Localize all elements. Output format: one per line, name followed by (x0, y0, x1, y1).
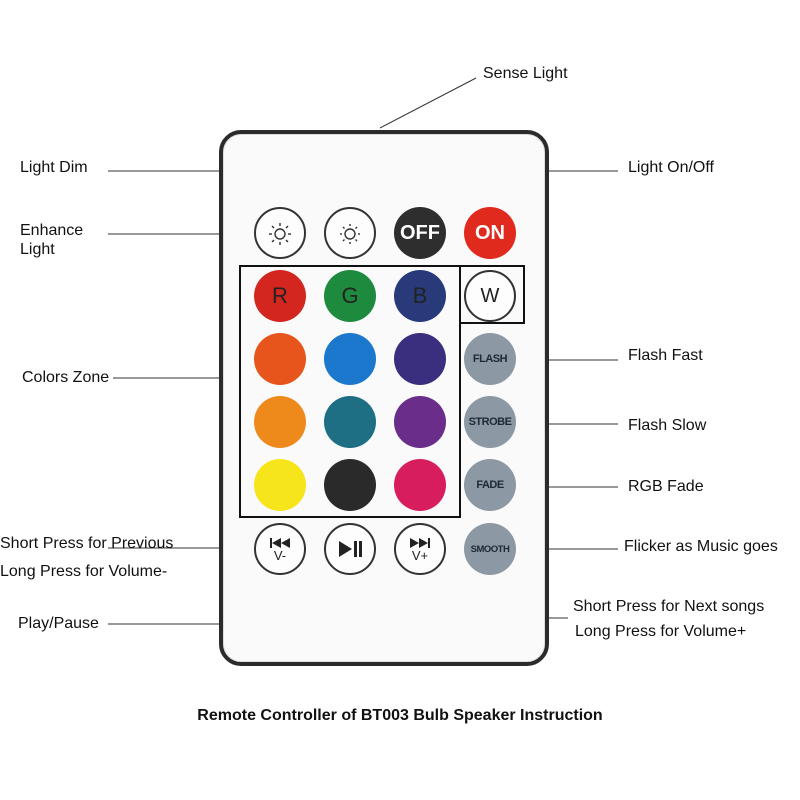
colors-zone-frame (239, 265, 461, 518)
smooth-button[interactable]: SMOOTH (464, 523, 516, 575)
green-button[interactable]: G (324, 270, 376, 322)
color-button-black[interactable] (324, 459, 376, 511)
color-button-sky-blue[interactable] (324, 333, 376, 385)
volume-up-label: V+ (411, 547, 429, 563)
flash-button[interactable]: FLASH (464, 333, 516, 385)
light-dim-button[interactable] (324, 207, 376, 259)
red-button[interactable]: R (254, 270, 306, 322)
color-button-orange[interactable] (254, 396, 306, 448)
fade-button[interactable]: FADE (464, 459, 516, 511)
color-button-orange-red[interactable] (254, 333, 306, 385)
next-label-1: Short Press for Next songs (573, 598, 765, 615)
previous-label-1: Short Press for Previous (0, 535, 174, 552)
white-zone-frame (459, 265, 525, 324)
enhance-light-label-1: Enhance (20, 222, 84, 239)
color-button-yellow[interactable] (254, 459, 306, 511)
instruction-title: Remote Controller of BT003 Bulb Speaker … (197, 707, 603, 724)
play-pause-button[interactable] (324, 523, 376, 575)
rgb-fade-label: RGB Fade (628, 478, 704, 495)
blue-button[interactable]: B (394, 270, 446, 322)
previous-label-2: Long Press for Volume- (0, 563, 168, 580)
next-volume-up-button[interactable]: V+ (394, 523, 446, 575)
colors-zone-label: Colors Zone (22, 369, 110, 386)
sun-bright-icon (269, 223, 291, 245)
light-on-off-label: Light On/Off (628, 159, 714, 176)
strobe-button[interactable]: STROBE (464, 396, 516, 448)
next-track-icon (410, 537, 430, 548)
previous-track-icon (270, 537, 290, 548)
color-button-teal[interactable] (324, 396, 376, 448)
enhance-light-label-2: Light (20, 241, 55, 258)
enhance-light-button[interactable] (254, 207, 306, 259)
flash-fast-label: Flash Fast (628, 347, 703, 364)
previous-volume-down-button[interactable]: V- (254, 523, 306, 575)
sense-light-label: Sense Light (483, 65, 568, 82)
play-pause-icon (339, 541, 362, 557)
white-button[interactable]: W (464, 270, 516, 322)
light-dim-label: Light Dim (20, 159, 88, 176)
on-button[interactable]: ON (464, 207, 516, 259)
color-button-magenta[interactable] (394, 459, 446, 511)
next-label-2: Long Press for Volume+ (575, 623, 747, 640)
play-pause-label: Play/Pause (18, 615, 99, 632)
flash-slow-label: Flash Slow (628, 417, 707, 434)
color-button-purple[interactable] (394, 396, 446, 448)
sun-dim-icon (340, 224, 360, 244)
sense-light-line (379, 77, 477, 129)
flicker-label: Flicker as Music goes (624, 538, 778, 555)
volume-down-label: V- (273, 547, 287, 563)
color-button-indigo[interactable] (394, 333, 446, 385)
off-button[interactable]: OFF (394, 207, 446, 259)
